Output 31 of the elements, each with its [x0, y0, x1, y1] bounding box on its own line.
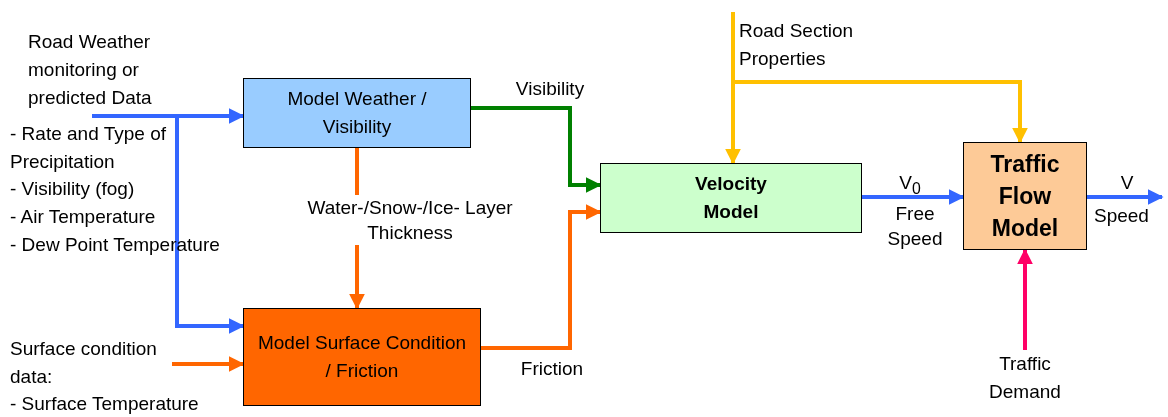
box-label: Model Surface Condition / Friction [256, 331, 468, 383]
edge-label: V$_{0}$ [898, 171, 922, 199]
process-box [243, 78, 471, 148]
box-label: Velocity Model [694, 172, 768, 224]
note-text: - Surface Temperature [10, 392, 200, 416]
arrow [731, 12, 1028, 144]
process-box [963, 142, 1087, 250]
box-label: Traffic Flow Model [989, 150, 1061, 243]
process-box [243, 308, 481, 406]
input-label: Speed [1094, 204, 1149, 228]
edge-label: Friction [519, 357, 585, 381]
note-text: - Visibility (fog) [10, 177, 136, 201]
input-label: Surface condition data: [10, 337, 158, 389]
note-text: Free Speed [886, 202, 944, 251]
process-box [600, 163, 862, 233]
edge-label: V [1119, 171, 1135, 195]
arrow [1087, 189, 1164, 205]
note-text: - Rate and Type of Precipitation [10, 122, 167, 174]
note-text: - Air Temperature [10, 205, 157, 229]
arrow [92, 114, 245, 334]
edge-label: Visibility [514, 77, 586, 101]
arrow [481, 204, 602, 350]
input-label: Road Weather monitoring or predicted Data [28, 30, 153, 110]
arrow [862, 189, 965, 205]
arrow [471, 106, 602, 193]
input-label: Traffic Demand [988, 352, 1062, 404]
arrow [1017, 248, 1033, 350]
box-label: Model Weather / Visibility [286, 87, 428, 139]
input-label: Road Section Properties [739, 19, 855, 71]
arrow [172, 356, 245, 372]
edge-label: Water-/Snow-/Ice- Layer Thickness [305, 195, 515, 245]
